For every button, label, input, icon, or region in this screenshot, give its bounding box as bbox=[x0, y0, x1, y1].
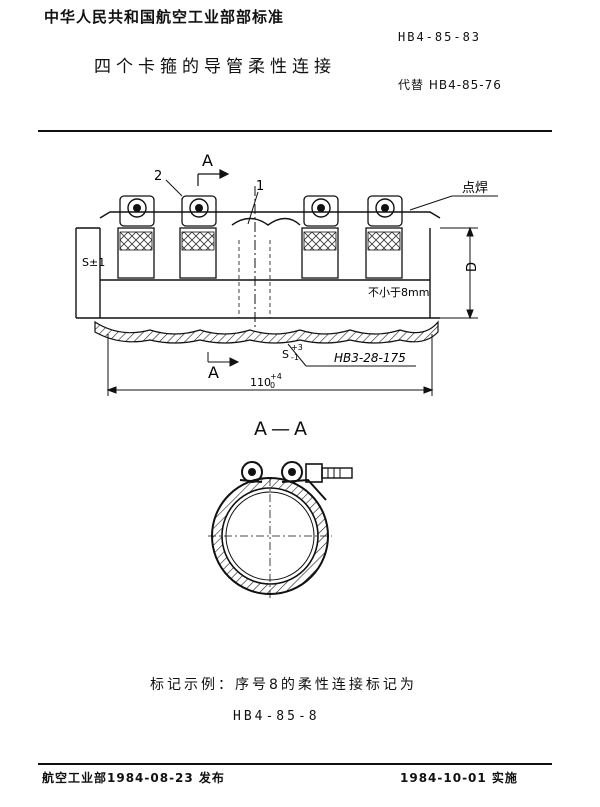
callout-2: 2 bbox=[154, 169, 162, 184]
gap-label: S±1 bbox=[82, 256, 105, 269]
header-rule bbox=[38, 130, 552, 132]
footer-rule bbox=[38, 763, 552, 765]
marking-code: HB4-85-8 bbox=[233, 709, 320, 724]
issue-date: 航空工业部1984-08-23 发布 bbox=[42, 771, 225, 785]
callout-1: 1 bbox=[256, 179, 264, 194]
spot-weld-label: 点焊 bbox=[462, 180, 488, 196]
tolerance-label: S bbox=[282, 348, 289, 361]
replaces-standard: 代替 HB4-85-76 bbox=[398, 78, 502, 92]
issuing-organization: 中华人民共和国航空工业部部标准 bbox=[44, 8, 285, 26]
section-marker-top-label: A bbox=[202, 151, 213, 170]
length-lower: 0 bbox=[270, 381, 275, 390]
diameter-label: D bbox=[465, 262, 480, 272]
effective-date: 1984-10-01 实施 bbox=[400, 771, 518, 785]
tolerance-lower: -1 bbox=[291, 353, 299, 362]
section-view-label: A—A bbox=[254, 418, 311, 440]
clamp-3 bbox=[301, 195, 339, 279]
assembly-drawing: A 2 1 点焊 S±1 D 不小于8mm S +3 -1 HB3-28-175… bbox=[75, 151, 498, 396]
section-view-drawing bbox=[208, 461, 353, 600]
length-upper: +4 bbox=[270, 372, 282, 381]
marking-example: 标记示例：序号8的柔性连接标记为 bbox=[150, 677, 417, 693]
length-label: 110 bbox=[250, 376, 271, 389]
hose-section bbox=[94, 320, 439, 344]
tolerance-upper: +3 bbox=[291, 343, 303, 352]
clamp-2 bbox=[179, 195, 217, 279]
section-marker-bottom-label: A bbox=[208, 363, 219, 382]
clamp-1 bbox=[117, 195, 155, 279]
min-dimension-label: 不小于8mm bbox=[368, 286, 429, 299]
document-title: 四个卡箍的导管柔性连接 bbox=[94, 57, 336, 77]
standard-code: HB4-85-83 bbox=[398, 30, 482, 44]
clamp-4 bbox=[365, 195, 403, 279]
section-marker-top bbox=[197, 169, 230, 186]
hose-reference: HB3-28-175 bbox=[334, 351, 406, 365]
pipe-body bbox=[75, 211, 441, 319]
